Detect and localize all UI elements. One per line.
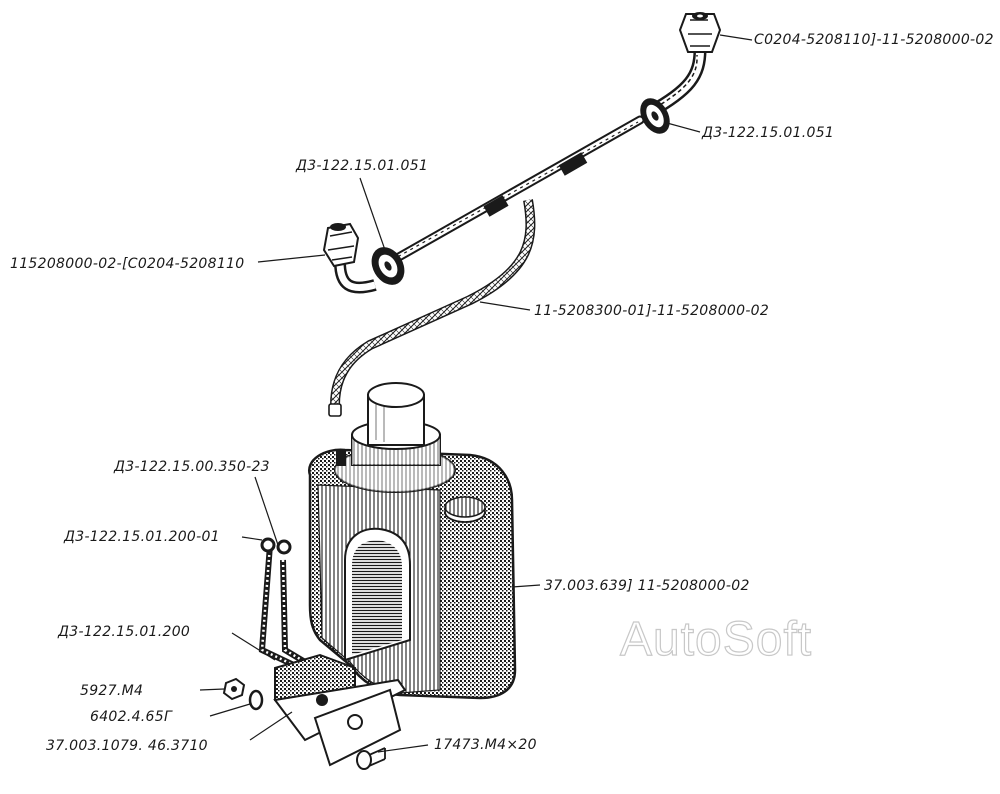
label-grommet-right: Д3-122.15.01.051 — [702, 125, 835, 141]
nut-m4 — [222, 677, 246, 701]
label-fitting-top-right: C0204-5208110]-11-5208000-02 — [754, 32, 994, 48]
top-fitting-right — [678, 12, 722, 53]
label-wire-200-01: Д3-122.15.01.200-01 — [64, 529, 220, 545]
leader-lines — [199, 34, 753, 753]
label-pump: 37.003.1079. 46.3710 — [46, 738, 208, 754]
grommet-right — [640, 98, 670, 134]
grommet-left — [371, 247, 405, 285]
upper-tube — [385, 49, 707, 267]
wires — [258, 537, 312, 671]
fitting-left — [322, 222, 377, 294]
label-reservoir: 37.003.639] 11-5208000-02 — [544, 578, 750, 594]
washer-reservoir — [308, 382, 517, 700]
pump-motor — [273, 653, 407, 767]
watermark: AutoSoft — [619, 612, 813, 666]
label-terminal-350: Д3-122.15.00.350-23 — [114, 459, 270, 475]
label-wire-200: Д3-122.15.01.200 — [58, 624, 191, 640]
branch-tube — [328, 152, 588, 417]
screw-m4x20 — [356, 747, 386, 770]
label-grommet-left: Д3-122.15.01.051 — [296, 158, 429, 174]
spring-washer — [248, 689, 264, 711]
label-screw: 17473.M4×20 — [434, 737, 537, 753]
label-nut: 5927.M4 — [80, 683, 144, 699]
label-fitting-left: 115208000-02-[C0204-5208110 — [10, 256, 245, 272]
label-tube: 11-5208300-01]-11-5208000-02 — [534, 303, 770, 319]
label-washer: 6402.4.65Г — [90, 709, 173, 725]
